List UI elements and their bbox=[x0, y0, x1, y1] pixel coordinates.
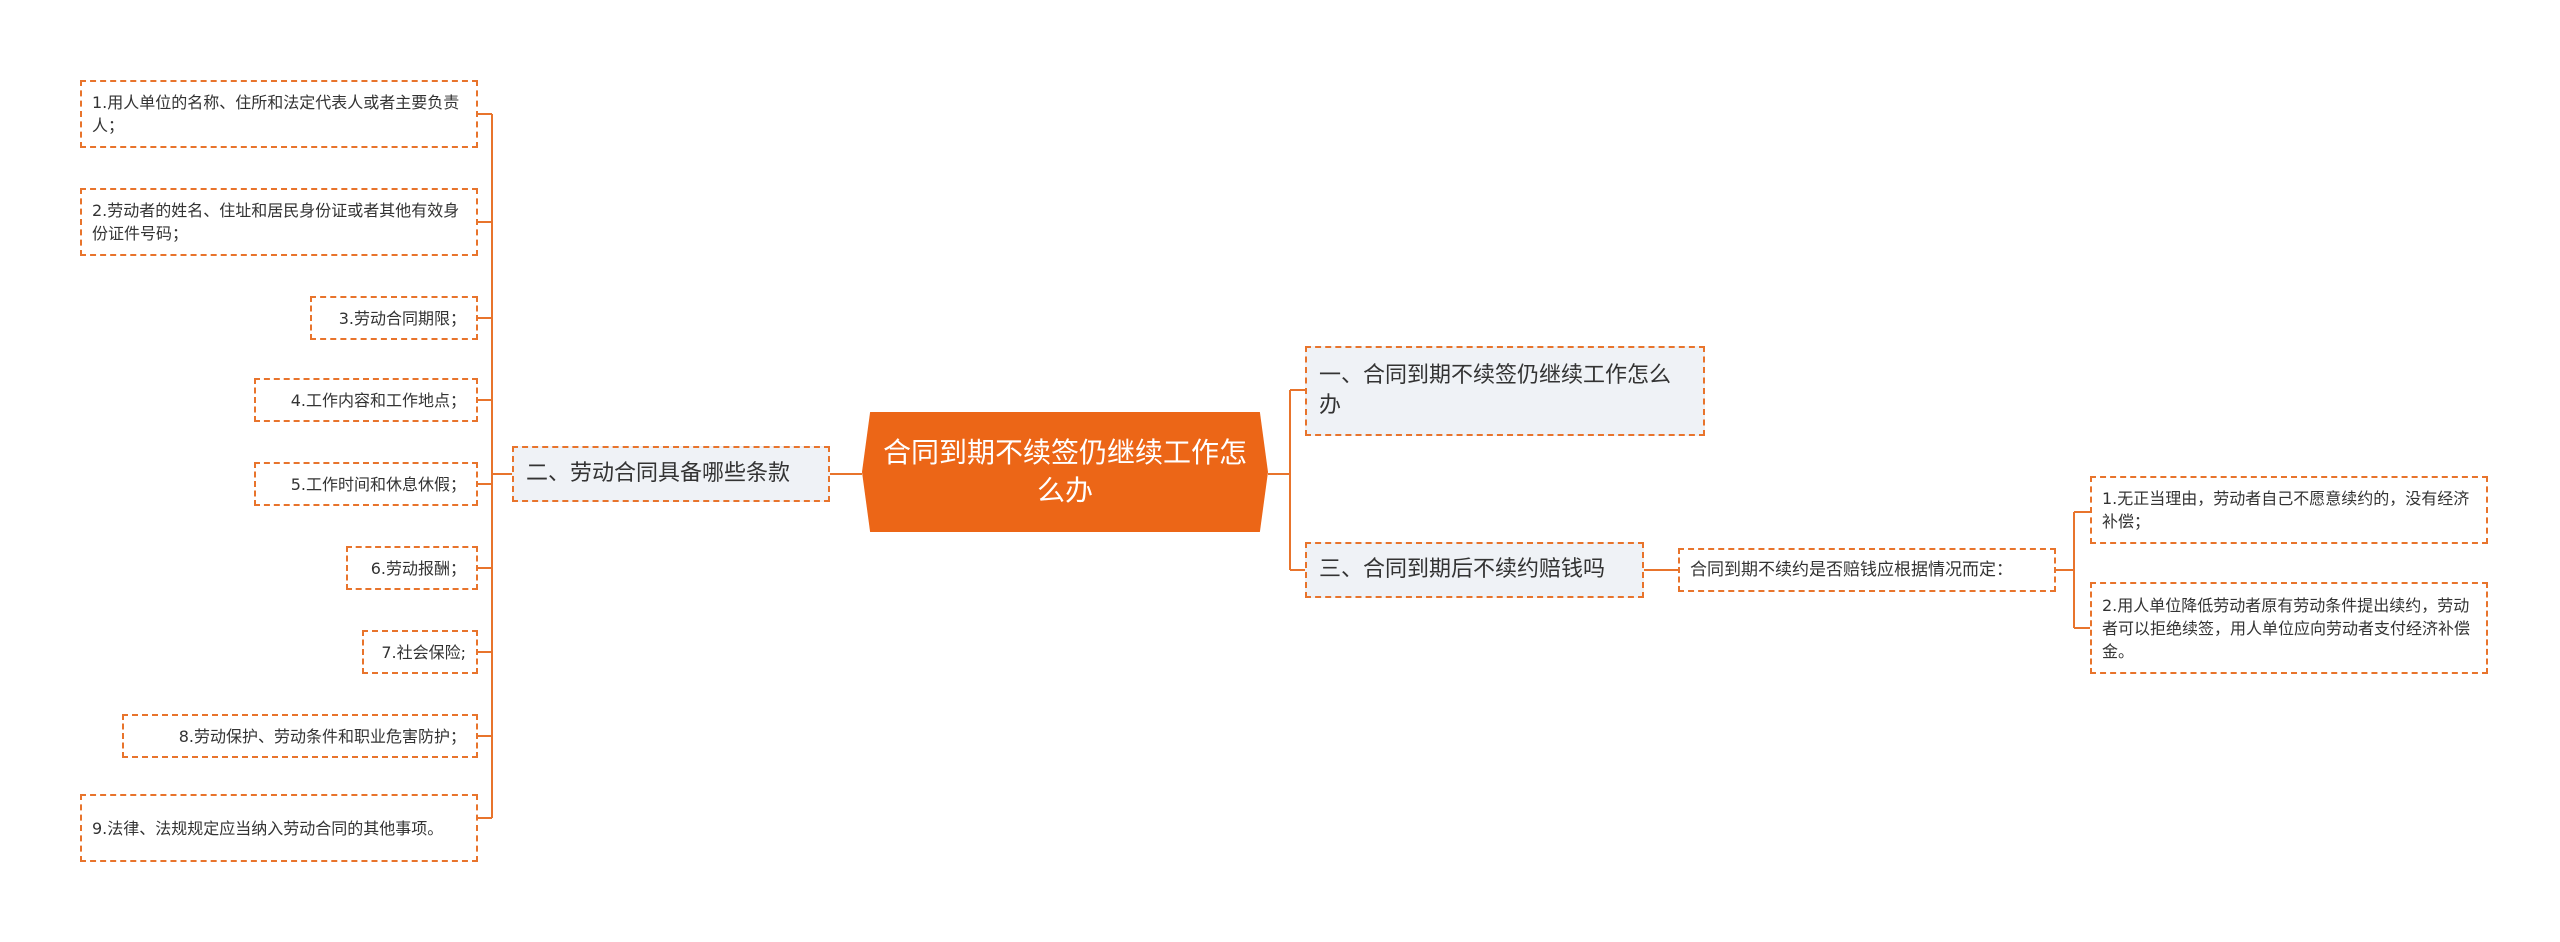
clause-item-9-label: 9.法律、法规规定应当纳入劳动合同的其他事项。 bbox=[92, 818, 444, 838]
compensation-case-1[interactable]: 1.无正当理由，劳动者自己不愿意续约的，没有经济补偿； bbox=[2090, 476, 2488, 544]
clause-item-7-label: 7.社会保险; bbox=[381, 642, 466, 662]
compensation-depends-label: 合同到期不续约是否赔钱应根据情况而定： bbox=[1690, 560, 2013, 580]
clause-item-1-label: 1.用人单位的名称、住所和法定代表人或者主要负责人； bbox=[92, 93, 460, 135]
clause-item-9[interactable]: 9.法律、法规规定应当纳入劳动合同的其他事项。 bbox=[80, 794, 478, 862]
branch-compensation-label: 三、合同到期后不续约赔钱吗 bbox=[1319, 557, 1606, 582]
branch-contract-clauses-label: 二、劳动合同具备哪些条款 bbox=[526, 461, 791, 486]
clause-item-5[interactable]: 5.工作时间和休息休假； bbox=[254, 462, 478, 506]
compensation-depends-node[interactable]: 合同到期不续约是否赔钱应根据情况而定： bbox=[1678, 548, 2056, 592]
clause-item-4[interactable]: 4.工作内容和工作地点； bbox=[254, 378, 478, 422]
branch-compensation[interactable]: 三、合同到期后不续约赔钱吗 bbox=[1305, 542, 1644, 598]
clause-item-8[interactable]: 8.劳动保护、劳动条件和职业危害防护； bbox=[122, 714, 478, 758]
clause-item-5-label: 5.工作时间和休息休假； bbox=[290, 474, 466, 494]
clause-item-8-label: 8.劳动保护、劳动条件和职业危害防护； bbox=[178, 726, 466, 746]
clause-item-2[interactable]: 2.劳动者的姓名、住址和居民身份证或者其他有效身份证件号码； bbox=[80, 188, 478, 256]
clause-item-6[interactable]: 6.劳动报酬； bbox=[346, 546, 478, 590]
branch-contract-clauses[interactable]: 二、劳动合同具备哪些条款 bbox=[512, 446, 830, 502]
clause-item-1[interactable]: 1.用人单位的名称、住所和法定代表人或者主要负责人； bbox=[80, 80, 478, 148]
compensation-case-1-label: 1.无正当理由，劳动者自己不愿意续约的，没有经济补偿； bbox=[2102, 489, 2470, 531]
clause-item-2-label: 2.劳动者的姓名、住址和居民身份证或者其他有效身份证件号码； bbox=[92, 201, 460, 243]
compensation-case-2[interactable]: 2.用人单位降低劳动者原有劳动条件提出续约，劳动者可以拒绝续签，用人单位应向劳动… bbox=[2090, 582, 2488, 674]
branch-continue-working[interactable]: 一、合同到期不续签仍继续工作怎么办 bbox=[1305, 346, 1705, 436]
clause-item-7[interactable]: 7.社会保险; bbox=[362, 630, 478, 674]
clause-item-6-label: 6.劳动报酬； bbox=[370, 558, 466, 578]
clause-item-3-label: 3.劳动合同期限； bbox=[338, 308, 466, 328]
clause-item-4-label: 4.工作内容和工作地点； bbox=[290, 390, 466, 410]
clause-item-3[interactable]: 3.劳动合同期限； bbox=[310, 296, 478, 340]
compensation-case-2-label: 2.用人单位降低劳动者原有劳动条件提出续约，劳动者可以拒绝续签，用人单位应向劳动… bbox=[2102, 595, 2471, 661]
root-topic-label: 合同到期不续签仍继续工作怎么办 bbox=[882, 436, 1247, 507]
root-topic[interactable]: 合同到期不续签仍继续工作怎么办 bbox=[862, 412, 1268, 532]
branch-continue-working-label: 一、合同到期不续签仍继续工作怎么办 bbox=[1319, 363, 1672, 418]
